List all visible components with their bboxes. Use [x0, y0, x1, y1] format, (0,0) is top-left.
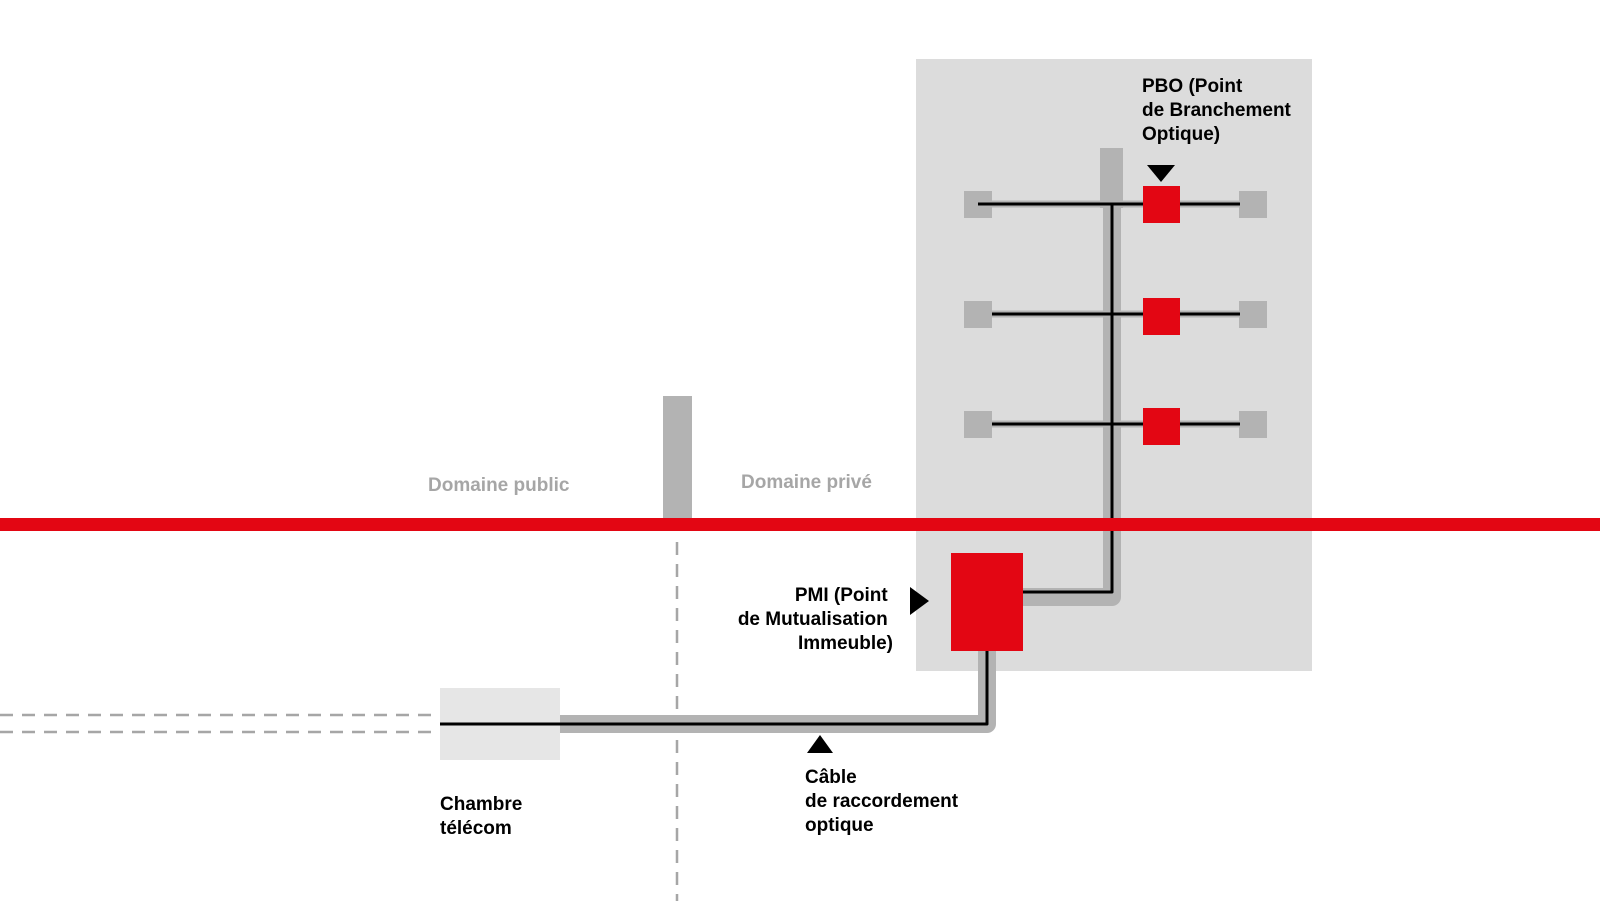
domain-private-label: Domaine privé — [741, 472, 872, 493]
pmi-box — [951, 553, 1023, 651]
riser-fiber — [1020, 204, 1114, 594]
pmi-label-line-2: de Mutualisation — [738, 609, 888, 630]
connection-cable-fiber — [440, 648, 989, 726]
pmi-pointer-arrow — [910, 587, 929, 615]
pbo-label: PBO (Point de Branchement Optique) — [1142, 76, 1296, 145]
pbo-label-line-1: PBO (Point — [1142, 76, 1243, 97]
pmi-label-line-1: PMI (Point — [795, 585, 889, 606]
cable-label-line-3: optique — [805, 815, 874, 836]
cable-label: Câble de raccordement optique — [805, 767, 963, 836]
pbo-label-line-2: de Branchement — [1142, 100, 1292, 121]
boundary-wall — [663, 396, 692, 522]
cable-pointer-arrow — [807, 735, 833, 753]
pbo-box-floor-2 — [1143, 298, 1180, 335]
domain-public-label: Domaine public — [428, 475, 570, 496]
pbo-label-line-3: Optique) — [1142, 124, 1220, 145]
riser-top-stub — [1100, 148, 1123, 208]
pbo-pointer-arrow — [1147, 165, 1175, 182]
pmi-label-line-3: Immeuble) — [798, 633, 893, 654]
pbo-box-floor-3 — [1143, 408, 1180, 445]
chamber-label-line-1: Chambre — [440, 794, 522, 815]
cable-label-line-1: Câble — [805, 767, 857, 788]
pbo-box-floor-1 — [1143, 186, 1180, 223]
chamber-label-line-2: télécom — [440, 818, 512, 839]
public-private-boundary — [0, 518, 1600, 531]
pmi-label: PMI (Point de Mutualisation Immeuble) — [738, 585, 893, 654]
cable-label-line-2: de raccordement — [805, 791, 959, 812]
chamber-label: Chambre télécom — [440, 794, 528, 839]
